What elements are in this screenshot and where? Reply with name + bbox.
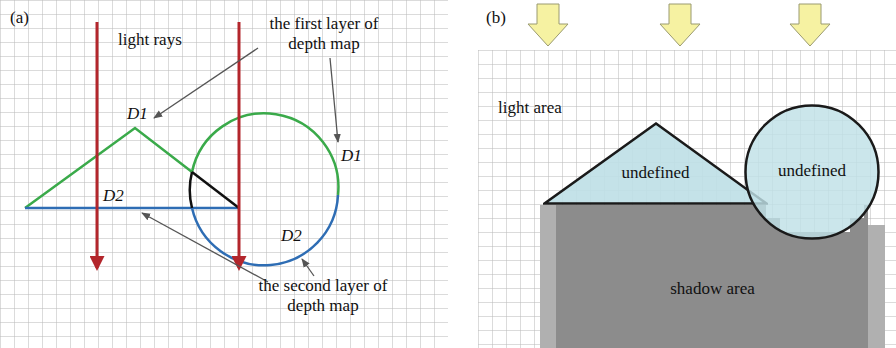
label: (b) bbox=[486, 8, 506, 28]
label: light area bbox=[498, 98, 562, 118]
second-layer-line bbox=[25, 207, 239, 210]
grid bbox=[0, 0, 448, 348]
inner-arc bbox=[190, 172, 192, 208]
leader-line bbox=[154, 48, 258, 118]
region-label: shadow area bbox=[540, 279, 885, 299]
penumbra bbox=[540, 205, 556, 348]
umbra bbox=[556, 205, 868, 348]
label: D2 bbox=[103, 186, 124, 206]
leader-line bbox=[330, 58, 338, 142]
light-ray bbox=[238, 22, 241, 268]
leader-line bbox=[142, 213, 268, 282]
label: light rays bbox=[118, 30, 182, 50]
second-layer-arc bbox=[192, 195, 338, 265]
label: the second layer of depth map bbox=[240, 276, 406, 316]
light-arrow bbox=[790, 4, 830, 46]
light-ray bbox=[96, 22, 99, 268]
region-label: undefined bbox=[744, 161, 880, 181]
first-layer-arc bbox=[192, 113, 338, 195]
first-layer-line bbox=[25, 128, 192, 208]
label: D1 bbox=[341, 146, 362, 166]
penumbra bbox=[868, 225, 885, 348]
region-label: undefined bbox=[543, 163, 768, 183]
grid bbox=[478, 50, 896, 348]
label: the first layer of depth map bbox=[254, 14, 394, 54]
leader-line bbox=[302, 259, 314, 276]
undefined-circle: undefined bbox=[744, 104, 880, 240]
light-arrow bbox=[528, 4, 568, 46]
label: (a) bbox=[10, 8, 29, 28]
undefined-triangle: undefined bbox=[543, 122, 768, 205]
label: D1 bbox=[127, 104, 148, 124]
label: D2 bbox=[281, 226, 302, 246]
light-arrow bbox=[660, 4, 700, 46]
inner-edge bbox=[192, 172, 239, 208]
